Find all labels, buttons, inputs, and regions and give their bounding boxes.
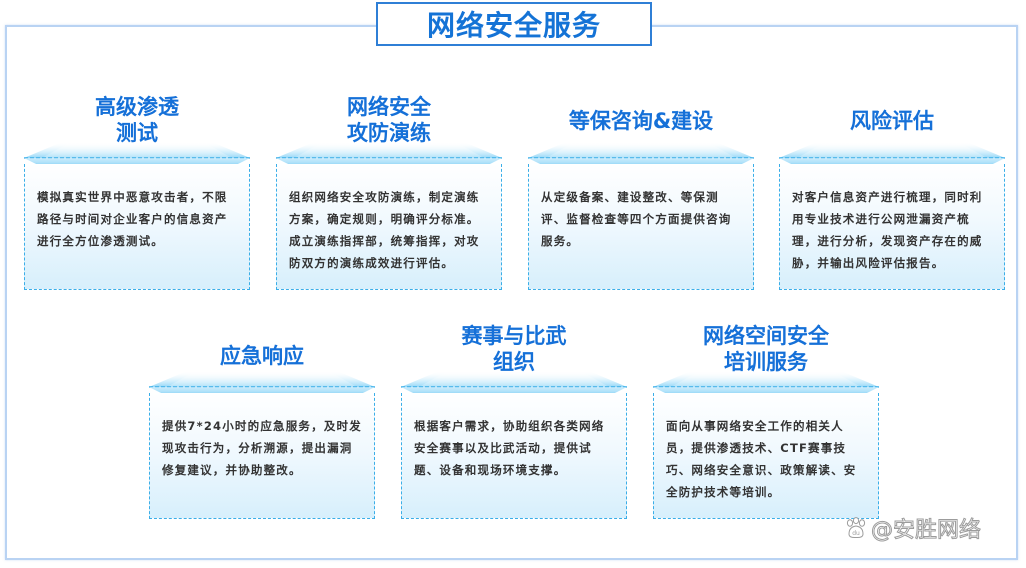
card-lid — [651, 371, 881, 393]
card-title: 赛事与比武 组织 — [461, 324, 567, 374]
card-title: 网络安全 攻防演练 — [347, 95, 431, 145]
watermark: du @安胜网络 — [845, 512, 982, 544]
watermark-text: @安胜网络 — [870, 518, 982, 544]
card-description: 从定级备案、建设整改、等保测评、监督检查等四个方面提供咨询服务。 — [528, 164, 754, 290]
baidu-paw-icon: du — [845, 517, 867, 539]
card-description: 模拟真实世界中恶意攻击者，不限路径与时间对企业客户的信息资产进行全方位渗透测试。 — [24, 164, 250, 290]
card-lid — [777, 142, 1007, 164]
card-title: 高级渗透 测试 — [95, 95, 179, 145]
card-description: 面向从事网络安全工作的相关人员，提供渗透技术、CTF赛事技巧、网络安全意识、政策… — [653, 393, 879, 519]
card-lid — [526, 142, 756, 164]
card-lid — [22, 142, 252, 164]
page-title: 网络安全服务 — [376, 2, 652, 46]
card-lid — [399, 371, 629, 393]
card-title: 等保咨询&建设 — [568, 109, 714, 133]
card-description: 提供7*24小时的应急服务，及时发现攻击行为，分析溯源，提出漏洞修复建议，并协助… — [149, 393, 375, 519]
card-title: 应急响应 — [220, 344, 304, 368]
card-description: 对客户信息资产进行梳理，同时利用专业技术进行公网泄漏资产梳理，进行分析，发现资产… — [779, 164, 1005, 290]
card-lid — [147, 371, 377, 393]
card-lid — [274, 142, 504, 164]
card-description: 根据客户需求，协助组织各类网络安全赛事以及比武活动，提供试题、设备和现场环境支撑… — [401, 393, 627, 519]
card-description: 组织网络安全攻防演练，制定演练方案，确定规则，明确评分标准。成立演练指挥部，统筹… — [276, 164, 502, 290]
card-title: 风险评估 — [850, 109, 934, 133]
card-title: 网络空间安全 培训服务 — [703, 324, 829, 374]
svg-text:du: du — [852, 530, 860, 537]
